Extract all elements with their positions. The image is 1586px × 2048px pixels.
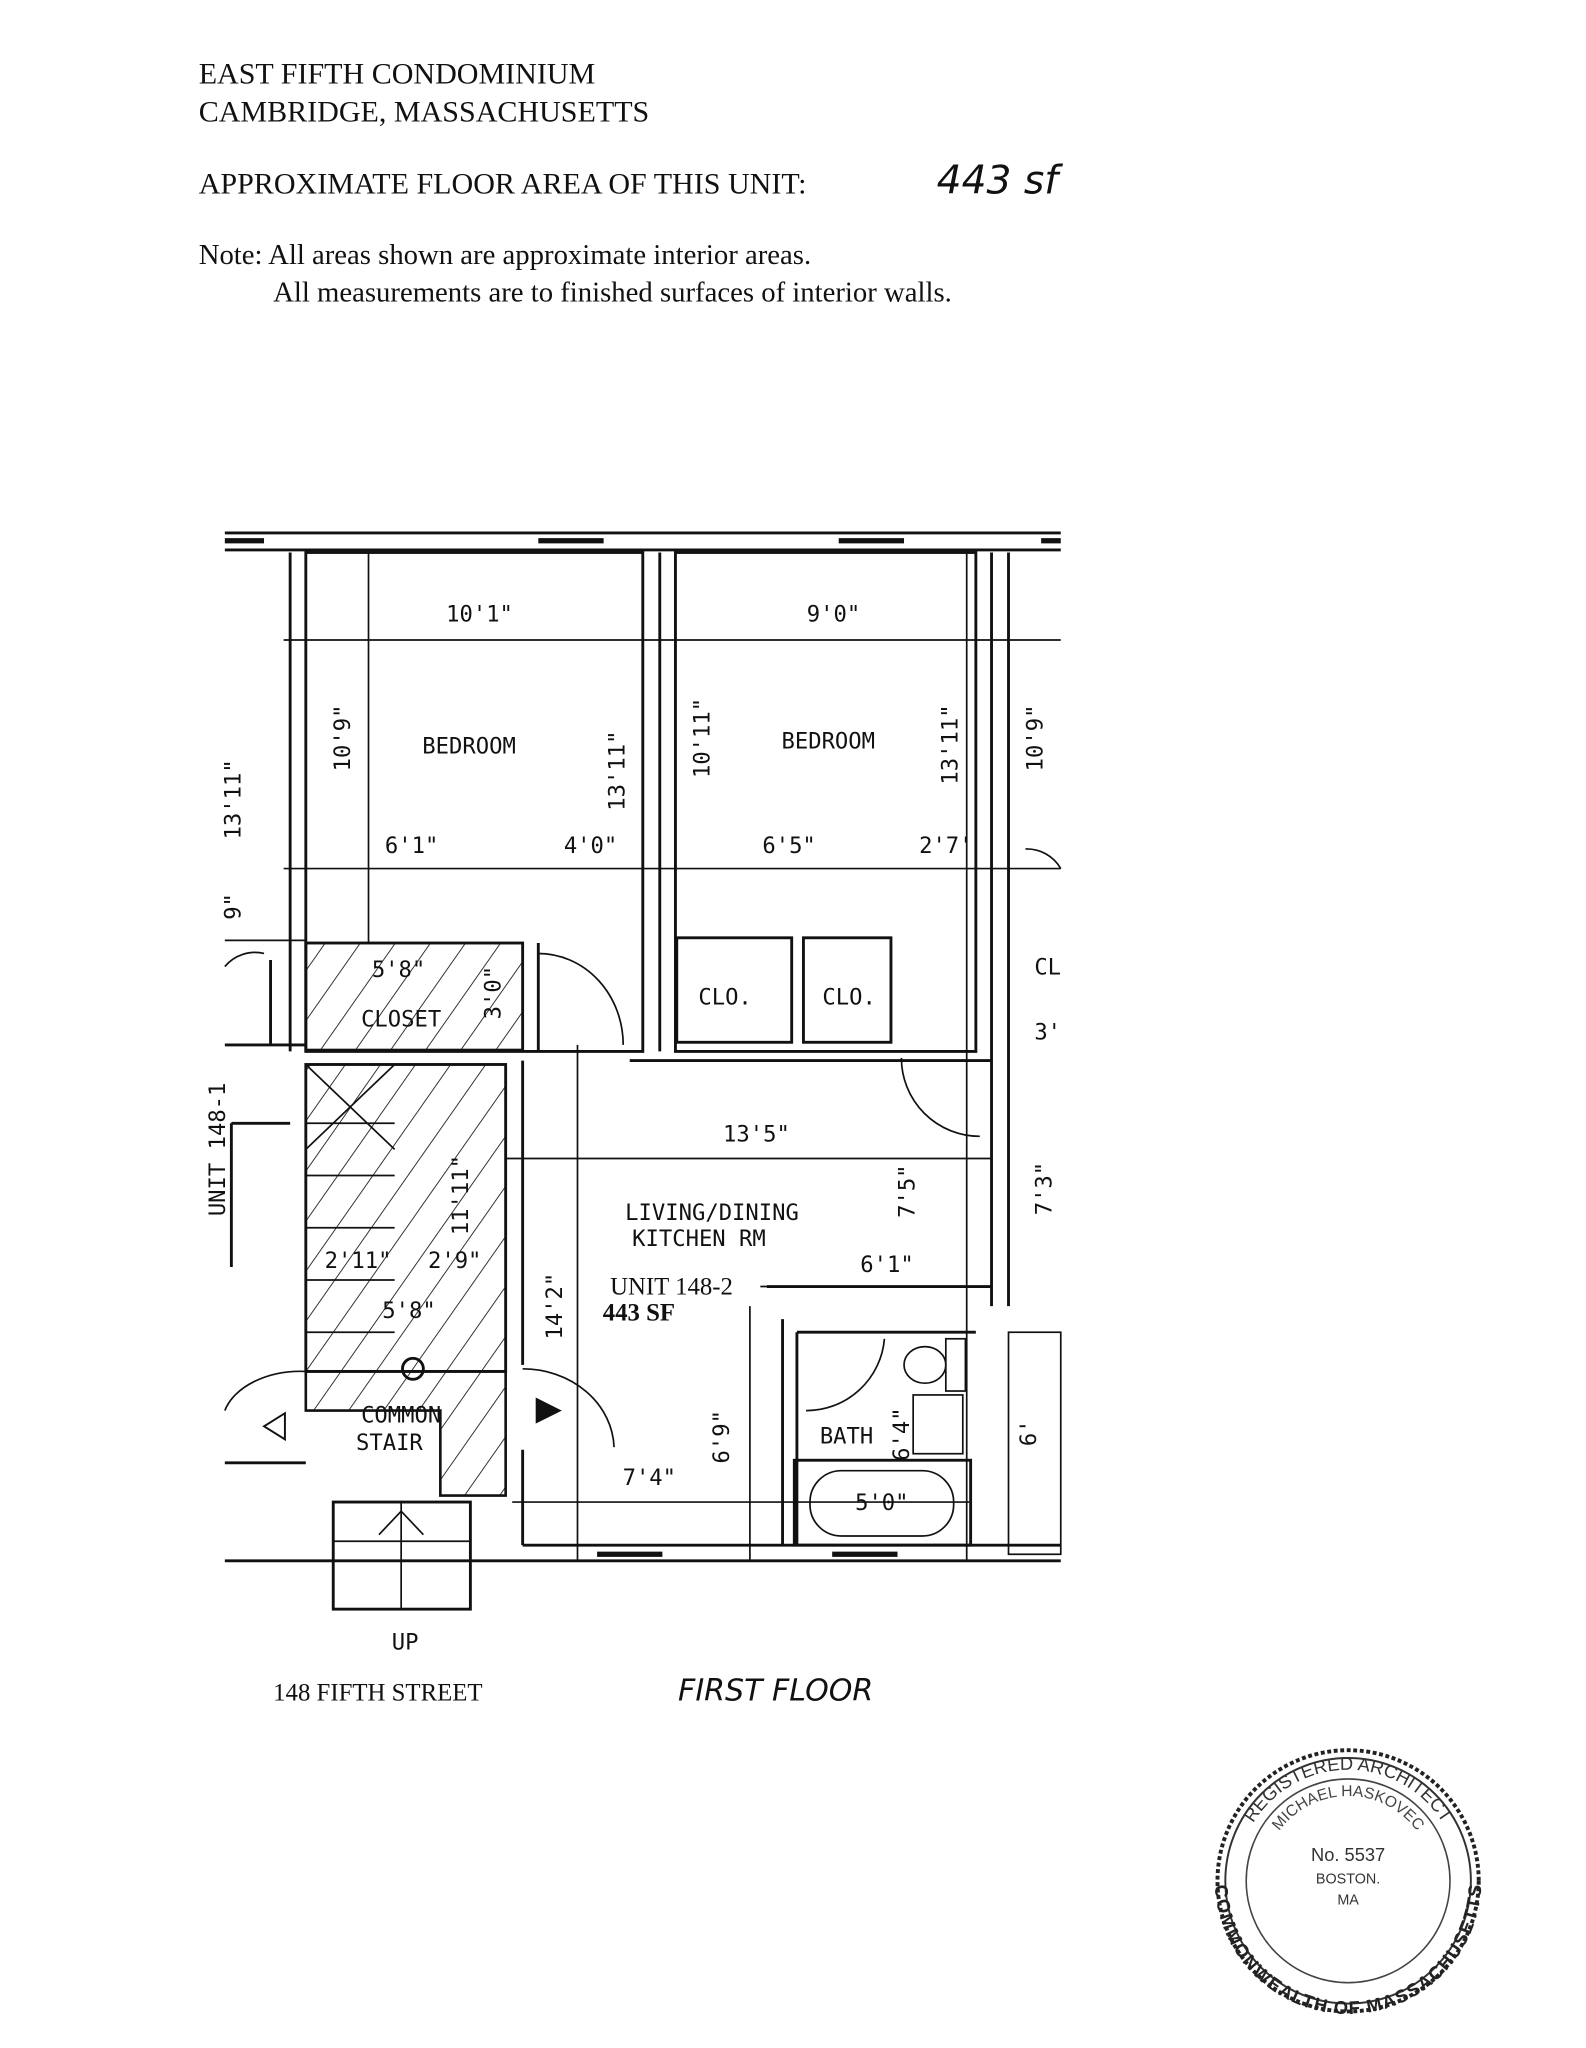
header-title: EAST FIFTH CONDOMINIUM: [199, 58, 596, 91]
room-label-clo-1: CLO.: [698, 984, 751, 1010]
note-line-1: Note: All areas shown are approximate in…: [199, 239, 811, 271]
floor-area-handwritten: 443 sf: [937, 158, 1064, 203]
room-label-bath: BATH: [820, 1423, 873, 1449]
dim-9-0: 9'0": [807, 602, 860, 628]
dimension-labels: 10'1" 9'0" 10'9" 13'11" 10'11" 13'11" 10…: [221, 602, 1062, 1516]
unit-148-2-label: UNIT 148-2: [610, 1273, 733, 1300]
room-label-closet: CLOSET: [361, 1007, 441, 1033]
room-label-bedroom-2: BEDROOM: [782, 728, 876, 754]
dim-6-5: 6'5": [762, 833, 815, 859]
dim-10-9-b: 10'9": [1022, 705, 1048, 772]
floor-area-label: APPROXIMATE FLOOR AREA OF THIS UNIT:: [199, 167, 807, 200]
room-label-up: UP: [392, 1630, 419, 1656]
dim-4-0: 4'0": [564, 833, 617, 859]
dim-7-3: 7'3": [1032, 1162, 1058, 1215]
room-label-clo-2: CLO.: [822, 984, 875, 1010]
dim-2-9: 2'9": [428, 1248, 481, 1274]
room-label-common: COMMON: [361, 1402, 441, 1428]
dim-10-11: 10'11": [689, 698, 715, 778]
architect-seal: REGISTERED ARCHITECT MICHAEL HASKOVEC CO…: [1211, 1748, 1485, 2018]
seal-name-text: MICHAEL HASKOVEC: [1269, 1783, 1427, 1834]
room-labels: BEDROOM BEDROOM CLOSET CLO. CLO. CL LIVI…: [205, 728, 1061, 1655]
room-label-cl-partial: CL: [1034, 954, 1061, 980]
dim-2-7: 2'7': [919, 833, 972, 859]
dim-7-4: 7'4": [623, 1465, 676, 1491]
dim-5-0: 5'0": [855, 1490, 908, 1516]
room-label-living: LIVING/DINING: [625, 1200, 799, 1226]
floor-plan: [224, 531, 1062, 1611]
room-label-bedroom-1: BEDROOM: [422, 734, 516, 760]
seal-state: MA: [1337, 1892, 1359, 1908]
unit-area-label: 443 SF: [603, 1299, 675, 1326]
seal-number: No. 5537: [1311, 1844, 1385, 1865]
dim-13-11-b: 13'11": [938, 704, 964, 784]
room-label-kitchen: KITCHEN RM: [632, 1226, 766, 1252]
dim-10-1: 10'1": [446, 602, 513, 628]
dim-13-5: 13'5": [723, 1122, 790, 1148]
dim-6-partial: 6': [1016, 1419, 1042, 1446]
dim-6-9: 6'9": [709, 1410, 735, 1463]
room-label-stair: STAIR: [356, 1430, 423, 1456]
dim-6-1-b: 6'1": [860, 1252, 913, 1278]
unit-148-1-label: UNIT 148-1: [205, 1083, 231, 1217]
dim-13-11-c: 13'11": [221, 759, 247, 839]
floor-label-handwritten: FIRST FLOOR: [678, 1674, 873, 1709]
dim-2-11: 2'11": [325, 1248, 392, 1274]
dim-6-4: 6'4": [889, 1407, 915, 1460]
dim-14-2: 14'2": [542, 1273, 568, 1340]
dim-6-1-a: 6'1": [385, 833, 438, 859]
dim-9: 9": [221, 893, 247, 920]
dim-11-11: 11'11": [448, 1155, 474, 1235]
street-label: 148 FIFTH STREET: [273, 1680, 482, 1707]
dim-10-9-a: 10'9": [330, 705, 356, 772]
seal-city: BOSTON.: [1316, 1871, 1380, 1887]
dim-3-0: 3'0": [480, 966, 506, 1019]
dim-7-5: 7'5": [894, 1164, 920, 1217]
dim-5-8-a: 5'8": [372, 957, 425, 983]
dim-13-11-a: 13'11": [605, 731, 631, 811]
note-line-2: All measurements are to finished surface…: [273, 277, 952, 309]
header-location: CAMBRIDGE, MASSACHUSETTS: [199, 95, 650, 128]
document-header: EAST FIFTH CONDOMINIUM CAMBRIDGE, MASSAC…: [199, 58, 1064, 309]
dim-5-8-b: 5'8": [382, 1298, 435, 1324]
dim-3-partial: 3': [1034, 1020, 1061, 1046]
